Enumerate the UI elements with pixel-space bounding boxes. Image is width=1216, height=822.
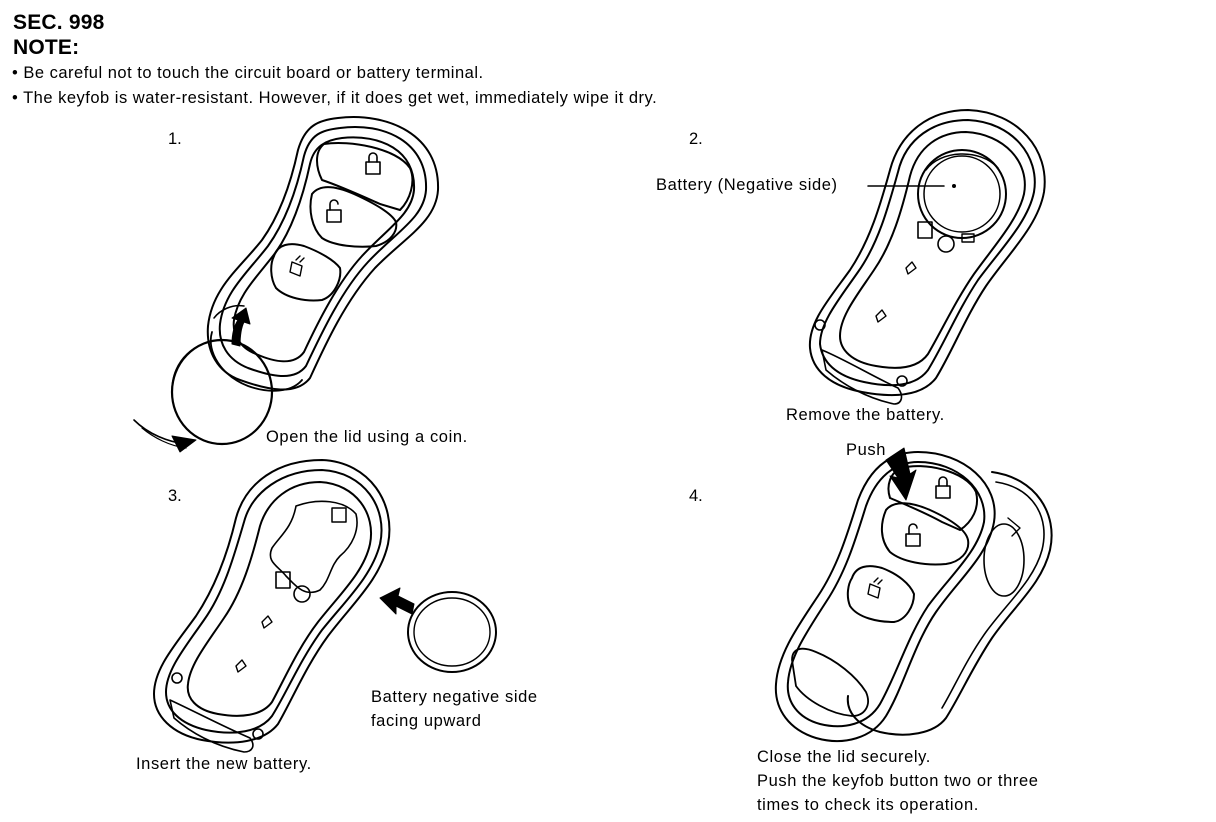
step-4-caption-line1: Close the lid securely. [757,748,931,766]
note-item: • Be careful not to touch the circuit bo… [12,64,484,82]
step-3-caption: Insert the new battery. [136,755,312,773]
step-1-caption: Open the lid using a coin. [266,428,468,446]
step-2-caption: Remove the battery. [786,406,945,424]
section-title: SEC. 998 [13,11,105,34]
step-4-number: 4. [689,487,703,505]
battery-orientation-callout-line2: facing upward [371,712,482,730]
push-callout: Push [846,441,887,459]
battery-orientation-callout-line1: Battery negative side [371,688,538,706]
step-2-number: 2. [689,130,703,148]
note-title: NOTE: [13,36,80,59]
step-1-keyfob-illustration [133,116,440,453]
step-4-caption-line3: times to check its operation. [757,796,979,814]
note-item: • The keyfob is water-resistant. However… [12,89,658,107]
battery-negative-side-callout: Battery (Negative side) [656,176,838,194]
step-3-number: 3. [168,487,182,505]
step-3-keyfob-illustration [153,459,497,753]
step-4-keyfob-illustration [774,447,1053,742]
step-4-caption-line2: Push the keyfob button two or three [757,772,1039,790]
step-1-number: 1. [168,130,182,148]
step-2-keyfob-illustration [808,109,1046,405]
